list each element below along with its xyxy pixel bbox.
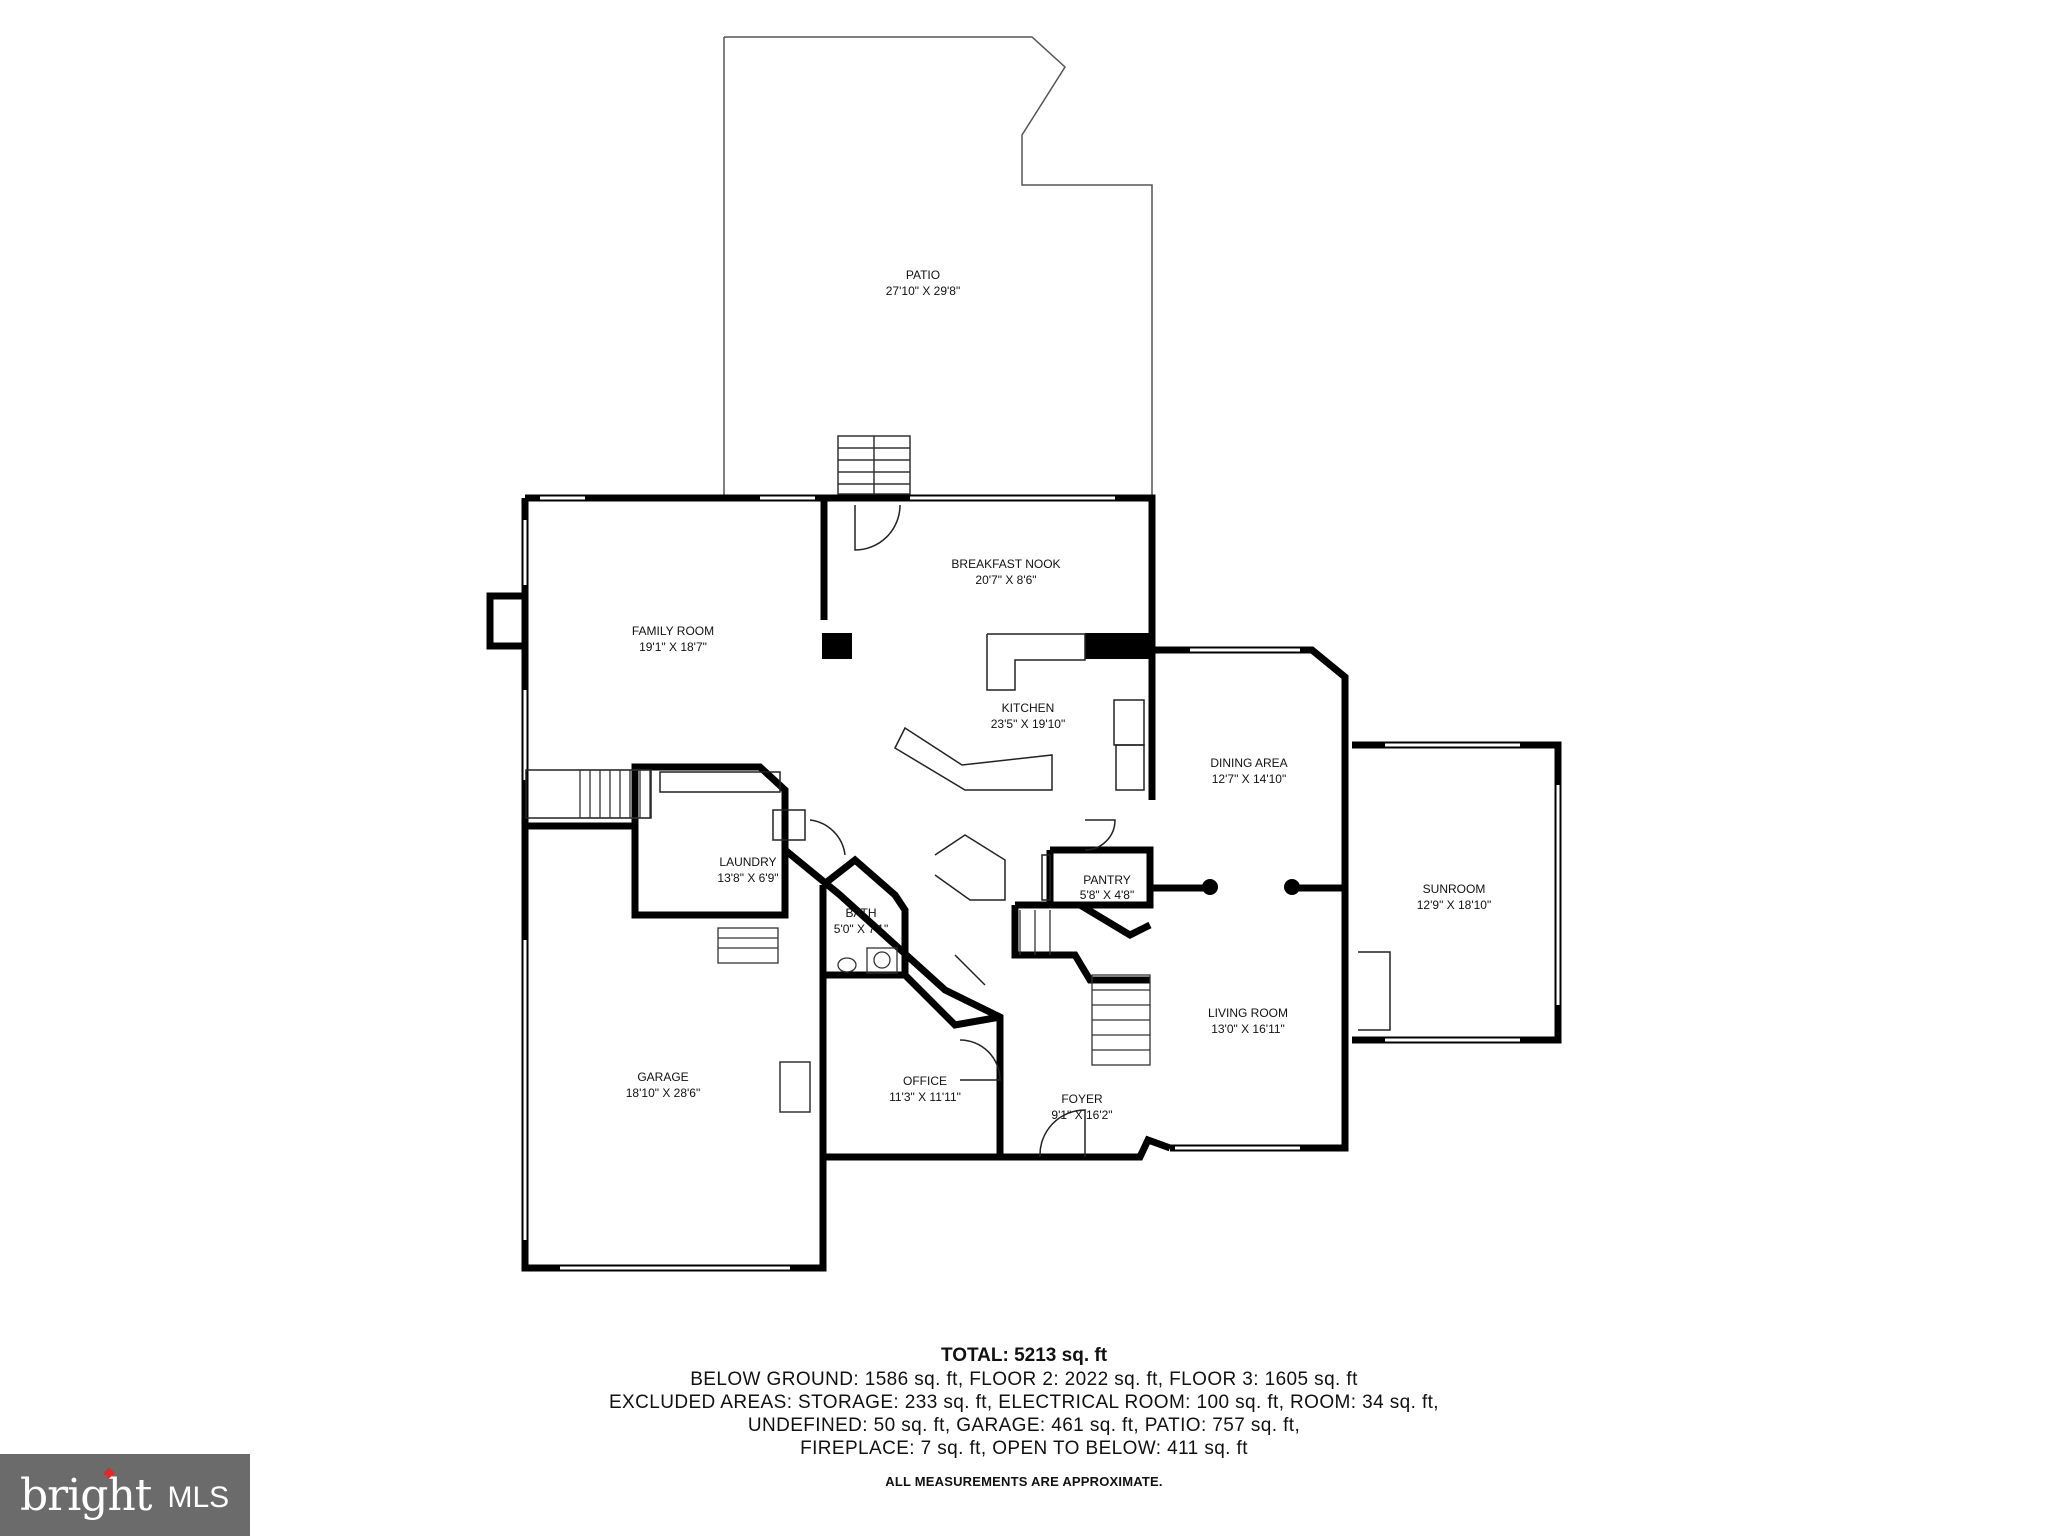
bath-fixtures: [837, 947, 898, 974]
garage-bench: [779, 1061, 811, 1113]
family-room-dims: 19'1" X 18'7": [639, 640, 707, 654]
office-dims: 11'3" X 11'11": [889, 1090, 961, 1104]
sunroom-label: SUNROOM: [1423, 882, 1486, 896]
door-swings: [809, 504, 1391, 1158]
living-room-dims: 13'0" X 16'11": [1211, 1022, 1285, 1036]
laundry-label: LAUNDRY: [719, 855, 776, 869]
logo-brand: bright: [20, 1469, 152, 1521]
summary-line-1: BELOW GROUND: 1586 sq. ft, FLOOR 2: 2022…: [690, 1369, 1358, 1390]
garage-label: GARAGE: [637, 1070, 688, 1084]
room-labels: PATIO 27'10" X 29'8" BREAKFAST NOOK 20'7…: [626, 268, 1492, 1122]
summary-line-4: FIREPLACE: 7 sq. ft, OPEN TO BELOW: 411 …: [800, 1438, 1248, 1459]
dining-area-dims: 12'7" X 14'10": [1212, 772, 1287, 786]
logo-suffix: MLS: [167, 1481, 230, 1514]
kitchen-dims: 23'5" X 19'10": [991, 717, 1066, 731]
breakfast-nook-dims: 20'7" X 8'6": [975, 573, 1036, 587]
living-room-label: LIVING ROOM: [1208, 1006, 1288, 1020]
family-room-label: FAMILY ROOM: [632, 624, 714, 638]
measurement-note: ALL MEASUREMENTS ARE APPROXIMATE.: [885, 1474, 1163, 1489]
foyer-dims: 9'1" X 16'2": [1051, 1108, 1112, 1122]
dining-area-label: DINING AREA: [1210, 756, 1287, 770]
stairs: [579, 769, 1151, 1066]
area-summary: TOTAL: 5213 sq. ft BELOW GROUND: 1586 sq…: [0, 1344, 2048, 1489]
columns: [822, 633, 1300, 895]
walls: [486, 494, 1562, 1272]
pantry-label: PANTRY: [1083, 873, 1131, 887]
pantry-dims: 5'8" X 4'8": [1080, 888, 1134, 902]
sunroom-dims: 12'9" X 18'10": [1417, 898, 1492, 912]
summary-line-2: EXCLUDED AREAS: STORAGE: 233 sq. ft, ELE…: [608, 1392, 1439, 1413]
patio-steps: [837, 435, 911, 495]
patio-dims: 27'10" X 29'8": [886, 284, 961, 298]
kitchen-label: KITCHEN: [1002, 701, 1055, 715]
bath-label: BATH: [845, 906, 876, 920]
breakfast-nook-label: BREAKFAST NOOK: [951, 557, 1060, 571]
patio-label: PATIO: [906, 268, 940, 282]
total-area: TOTAL: 5213 sq. ft: [940, 1345, 1108, 1366]
windows: [523, 496, 1560, 1270]
laundry-dims: 13'8" X 6'9": [717, 871, 778, 885]
office-label: OFFICE: [903, 1074, 947, 1088]
garage-dims: 18'10" X 28'6": [626, 1086, 701, 1100]
bright-mls-logo: bright MLS: [0, 1454, 250, 1536]
patio-outline: [723, 36, 1153, 495]
bath-dims: 5'0" X 7'1": [834, 922, 888, 936]
foyer-label: FOYER: [1061, 1092, 1103, 1106]
summary-line-3: UNDEFINED: 50 sq. ft, GARAGE: 461 sq. ft…: [747, 1415, 1301, 1436]
